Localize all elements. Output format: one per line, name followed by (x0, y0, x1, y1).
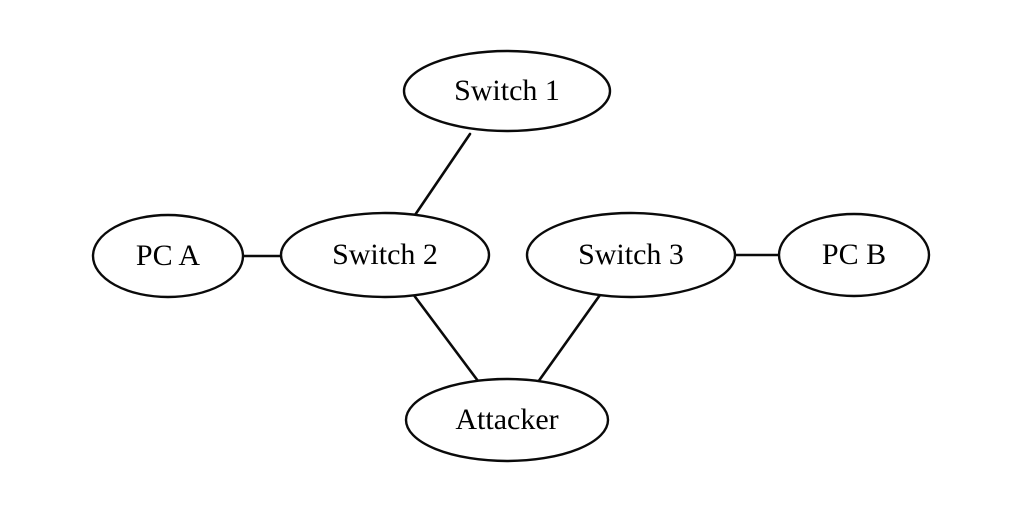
node-pcb[interactable]: PC B (777, 212, 931, 298)
node-switch3-shape (525, 211, 737, 299)
node-switch2-shape (279, 211, 491, 299)
node-switch1-label: Switch 1 (454, 74, 560, 107)
node-pcb-shape (777, 212, 931, 298)
node-switch2[interactable]: Switch 2 (279, 211, 491, 299)
node-pca-shape (91, 213, 245, 299)
node-switch1-shape (402, 49, 612, 133)
node-switch2-label: Switch 2 (332, 238, 438, 271)
node-switch3-label: Switch 3 (578, 238, 684, 271)
node-layer: Switch 1 PC A Switch 2 Switch 3 PC B Att… (91, 49, 931, 463)
edge-switch2-attacker (411, 292, 480, 383)
node-attacker-shape (404, 377, 610, 463)
node-attacker[interactable]: Attacker (404, 377, 610, 463)
node-switch3[interactable]: Switch 3 (525, 211, 737, 299)
edge-switch1-switch2 (413, 132, 472, 217)
node-pcb-label: PC B (822, 238, 886, 271)
node-pca[interactable]: PC A (91, 213, 245, 299)
edge-switch3-attacker (536, 293, 602, 384)
node-attacker-label: Attacker (455, 403, 558, 436)
edge-layer (242, 132, 782, 384)
node-pca-label: PC A (136, 239, 201, 272)
node-switch1[interactable]: Switch 1 (402, 49, 612, 133)
